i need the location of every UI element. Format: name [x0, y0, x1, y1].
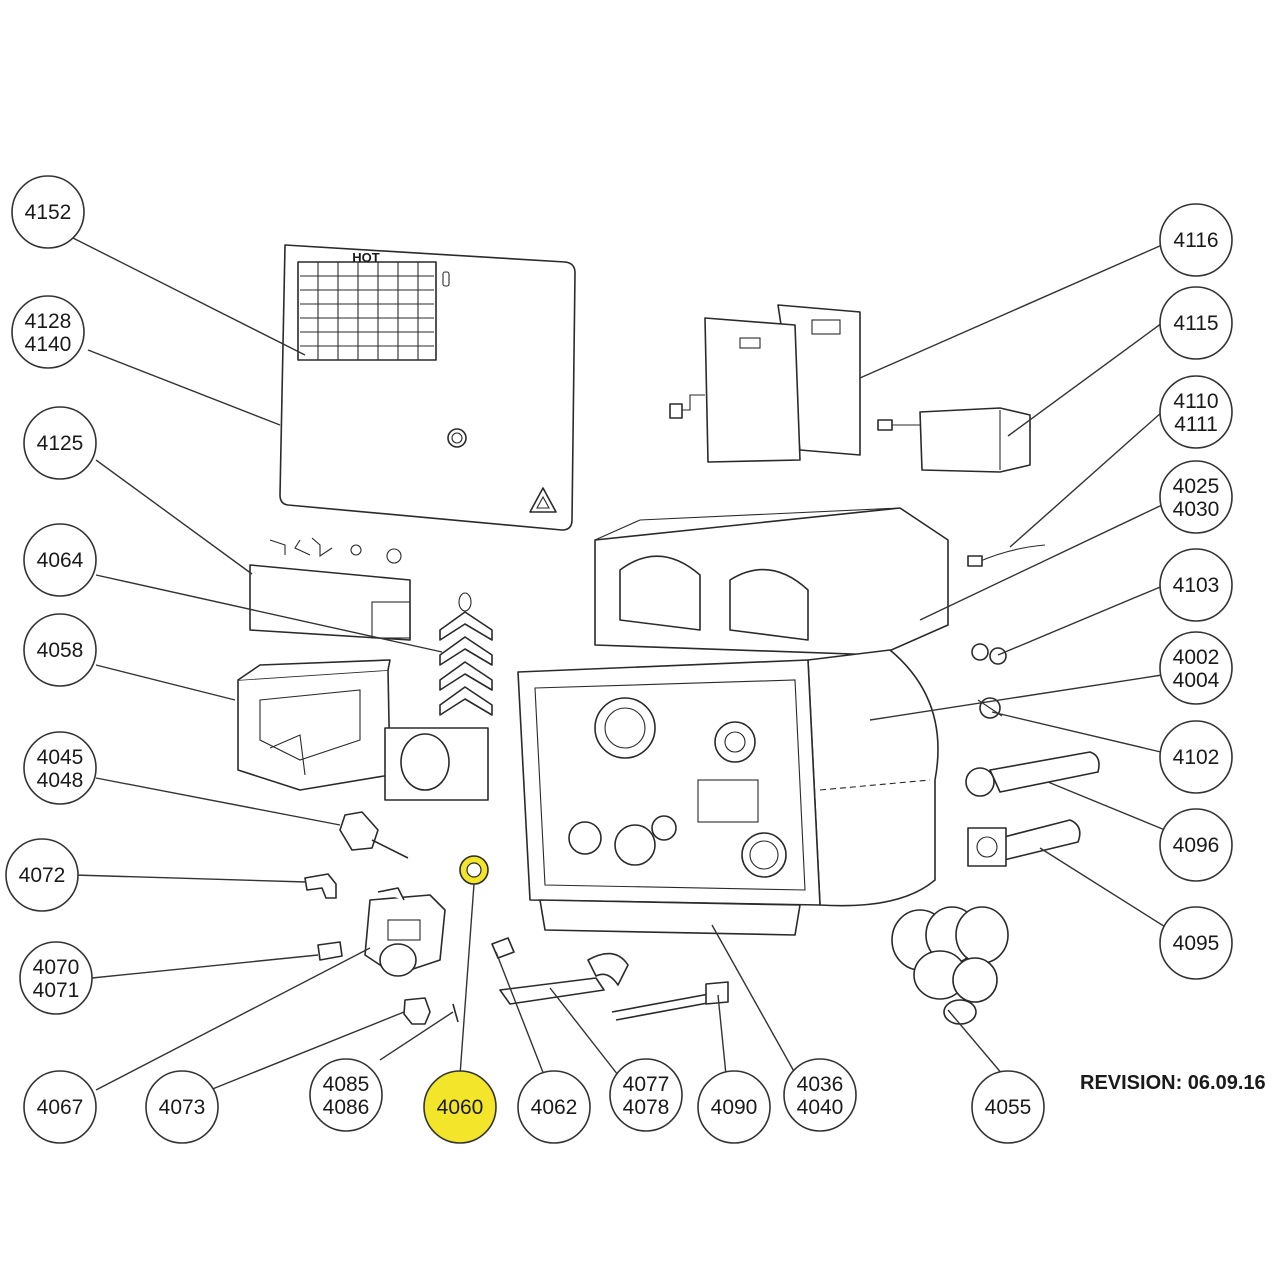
heating-element-4095 [967, 819, 1081, 867]
callout-label: 4004 [1173, 669, 1220, 692]
callout-4055: 4055 [971, 1070, 1045, 1144]
screw-4085 [452, 1003, 459, 1023]
callout-4110-4111: 4110 4111 [1159, 375, 1233, 449]
callout-4070-4071: 4070 4071 [19, 941, 93, 1015]
callout-label: 4030 [1173, 498, 1220, 521]
gas-valve [317, 887, 446, 977]
callout-4072: 4072 [5, 838, 79, 912]
callout-4060: 4060 [423, 1070, 497, 1144]
callout-label: 4125 [37, 432, 84, 455]
thermostat-4103 [971, 643, 1007, 665]
heating-element-4096 [965, 751, 1100, 797]
callout-4095: 4095 [1159, 906, 1233, 980]
control-board-4116 [669, 304, 861, 463]
callout-label: 4055 [985, 1096, 1032, 1119]
washer-4060 [459, 855, 489, 885]
callout-label: 4078 [623, 1096, 670, 1119]
access-door: HOT [279, 244, 576, 531]
callout-4116: 4116 [1159, 203, 1233, 277]
revision-label: REVISION: 06.09.16 [1080, 1072, 1266, 1094]
callout-4115: 4115 [1159, 286, 1233, 360]
callout-label: 4116 [1173, 229, 1218, 252]
callout-label: 4062 [531, 1096, 578, 1119]
callout-4103: 4103 [1159, 548, 1233, 622]
water-tank [517, 649, 939, 936]
callout-4002-4004: 4002 4004 [1159, 631, 1233, 705]
callout-label: 4071 [33, 979, 80, 1002]
thermostat-knob [339, 811, 409, 859]
callout-label: 4110 [1173, 390, 1218, 413]
callout-label: 4073 [159, 1096, 206, 1119]
callout-4067: 4067 [23, 1070, 97, 1144]
leader-lines [72, 237, 1171, 1091]
callout-4025-4030: 4025 4030 [1159, 460, 1233, 534]
callout-label: 4060 [437, 1096, 484, 1119]
callout-label: 4048 [37, 769, 84, 792]
callout-label: 4064 [37, 549, 84, 572]
callout-label: 4025 [1173, 475, 1220, 498]
callout-4128-4140: 4128 4140 [11, 295, 85, 369]
callout-label: 4103 [1173, 574, 1220, 597]
panel-4125 [249, 537, 411, 641]
callout-4062: 4062 [517, 1070, 591, 1144]
fitting-4073 [403, 997, 431, 1025]
switch-module-4115 [877, 407, 1031, 473]
callout-label: 4095 [1173, 932, 1220, 955]
wire-harness [967, 544, 1046, 567]
callout-label: 4111 [1174, 413, 1218, 436]
callout-label: 4045 [37, 746, 84, 769]
brackets-4064 [439, 592, 493, 716]
burner-tube [499, 952, 629, 1005]
callout-label: 4115 [1173, 312, 1218, 335]
callout-label: 4002 [1173, 646, 1220, 669]
gasket-set [891, 906, 1009, 1025]
callout-label: 4102 [1173, 746, 1220, 769]
callout-4125: 4125 [23, 406, 97, 480]
callout-label: 4085 [323, 1073, 370, 1096]
callout-4096: 4096 [1159, 808, 1233, 882]
callout-4090: 4090 [697, 1070, 771, 1144]
callout-4085-4086: 4085 4086 [309, 1058, 383, 1132]
callout-label: 4140 [25, 333, 72, 356]
foam-insulation [594, 507, 949, 656]
callout-label: 4070 [33, 956, 80, 979]
callout-4064: 4064 [23, 523, 97, 597]
combustion-chamber [237, 659, 489, 801]
callout-4073: 4073 [145, 1070, 219, 1144]
callout-4077-4078: 4077 4078 [609, 1058, 683, 1132]
callout-label: 4128 [25, 310, 72, 333]
elbow-fitting [304, 873, 337, 899]
callout-label: 4077 [623, 1073, 670, 1096]
callout-label: 4072 [19, 864, 66, 887]
callout-label: 4036 [797, 1073, 844, 1096]
callout-4045-4048: 4045 4048 [23, 731, 97, 805]
callout-4058: 4058 [23, 613, 97, 687]
callout-4102: 4102 [1159, 720, 1233, 794]
plug-4062 [491, 937, 515, 959]
probe-4090 [611, 981, 729, 1021]
callout-label: 4096 [1173, 834, 1220, 857]
door-hot-label: HOT [352, 250, 380, 265]
callout-label: 4040 [797, 1096, 844, 1119]
callout-4152: 4152 [11, 175, 85, 249]
callout-label: 4152 [25, 201, 72, 224]
callout-label: 4058 [37, 639, 84, 662]
callout-4036-4040: 4036 4040 [783, 1058, 857, 1132]
callout-label: 4086 [323, 1096, 370, 1119]
callout-label: 4067 [37, 1096, 84, 1119]
callout-label: 4090 [711, 1096, 758, 1119]
